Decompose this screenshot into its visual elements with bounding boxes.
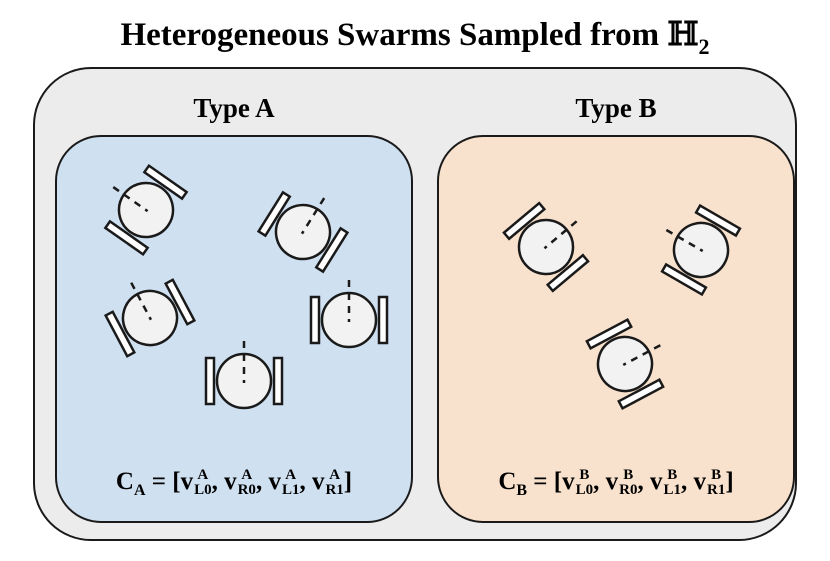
robot [103, 163, 189, 257]
term-sup: A [285, 467, 297, 484]
term-separator: , [255, 468, 269, 495]
formula-b-name-sub: B [516, 482, 528, 499]
term-sub: R1 [707, 482, 726, 499]
term-base: v [693, 468, 707, 495]
term-sub: R0 [619, 482, 638, 499]
term-separator: , [299, 468, 312, 495]
term-sub: R0 [237, 482, 256, 499]
wheel-right [545, 253, 590, 293]
wheel-right [694, 203, 742, 238]
term-sub: R1 [325, 482, 344, 499]
figure-title: Heterogeneous Swarms Sampled from ℍ2 [0, 14, 830, 58]
robot [256, 190, 350, 274]
title-subscript: 2 [698, 34, 710, 59]
term-sup: B [667, 467, 678, 484]
wheel-right [314, 226, 350, 274]
term-sub: L0 [194, 482, 212, 499]
formula-a-name-sub: A [133, 482, 146, 499]
type-b-title: Type B [575, 93, 657, 123]
term-separator: , [637, 468, 650, 495]
type-b-robots [502, 201, 742, 411]
formula-a-equals: = [ [145, 468, 181, 495]
wheel-left [660, 262, 708, 297]
title-text: Heterogeneous Swarms Sampled from [120, 17, 668, 53]
wheel-left [103, 219, 150, 257]
wheel-right [272, 356, 284, 406]
wheel-left [256, 190, 292, 238]
term-base: v [311, 468, 325, 495]
wheel-right [164, 278, 197, 326]
robot [309, 280, 389, 349]
term-sup: B [711, 467, 722, 484]
wheel-right [142, 163, 189, 201]
heading-indicator [112, 186, 149, 213]
robot [660, 203, 742, 297]
term-sup: A [329, 467, 341, 484]
heading-indicator [543, 220, 578, 250]
wheel-left [309, 295, 321, 345]
robot [585, 317, 665, 411]
wheel-left [585, 317, 633, 350]
term-sup: B [623, 467, 634, 484]
term-separator: , [593, 468, 606, 495]
term-sup: A [197, 467, 209, 484]
term-base: v [605, 468, 619, 495]
type-a-title: Type A [193, 93, 275, 123]
wheel-right [377, 295, 389, 345]
term-sub: L1 [281, 482, 300, 499]
term-sub: L0 [575, 482, 594, 499]
wheel-left [204, 356, 216, 406]
term-separator: , [211, 468, 225, 495]
formula-b-name: C [498, 468, 517, 495]
formula-a-close: ] [343, 468, 353, 495]
robot [103, 278, 197, 358]
robot [502, 201, 590, 293]
term-base: v [268, 468, 281, 495]
formula-b-equals: = [ [527, 468, 563, 495]
term-base: v [562, 468, 575, 495]
heading-indicator [665, 228, 704, 253]
type-a-robots [103, 163, 389, 410]
term-sub: L1 [663, 482, 681, 499]
robot [204, 341, 284, 410]
title-symbol: ℍ [667, 14, 699, 53]
term-base: v [180, 468, 194, 495]
term-sup: A [241, 467, 253, 484]
wheel-right [617, 378, 665, 411]
formula-a-name: C [115, 468, 134, 495]
heading-indicator [130, 282, 153, 321]
term-base: v [224, 468, 237, 495]
formula-b-close: ] [725, 468, 734, 495]
wheel-left [502, 201, 547, 241]
term-base: v [649, 468, 663, 495]
term-separator: , [681, 468, 694, 495]
wheel-left [103, 310, 136, 358]
term-sup: B [579, 467, 590, 484]
